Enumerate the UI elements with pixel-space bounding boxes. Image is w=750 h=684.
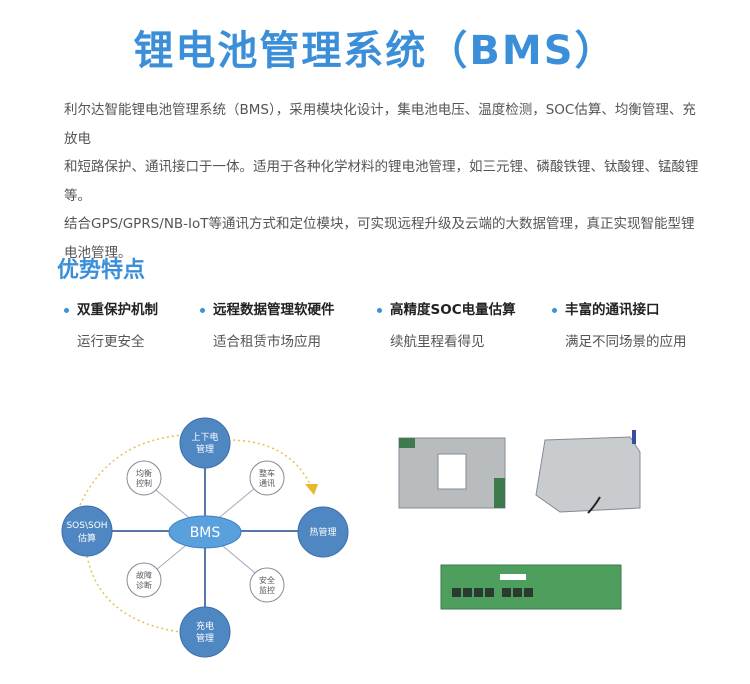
major-node: [297, 506, 349, 558]
bms-center-node: [168, 515, 242, 549]
dotted-arc: [79, 434, 186, 506]
page-title: 锂电池管理系统（BMS）: [133, 28, 617, 74]
node-label: 估算: [78, 532, 96, 544]
feature-item: 远程数据管理软硬件 适合租赁市场应用: [200, 298, 335, 350]
intro-line: 电池管理。: [64, 244, 132, 261]
feature-item: 高精度SOC电量估算 续航里程看得见: [377, 298, 516, 350]
intro-text: 利尔达智能锂电池管理系统（BMS），采用模块化设计，集电池电压、温度检测，SOC…: [64, 96, 704, 267]
bms-board-image: [535, 430, 641, 514]
feature-desc: 运行更安全: [77, 334, 145, 350]
node-label: 控制: [136, 478, 152, 488]
arrow-head-icon: [305, 484, 318, 495]
bullet-icon: [64, 307, 69, 313]
node-label: 充电: [196, 620, 214, 632]
node-label: SOS\SOH: [66, 521, 107, 531]
feature-desc: 适合租赁市场应用: [213, 334, 321, 350]
major-node: [179, 417, 231, 469]
feature-title: 高精度SOC电量估算: [390, 302, 516, 318]
node-label: 故障: [136, 570, 152, 580]
node-label: 诊断: [136, 580, 152, 590]
node-label: 管理: [196, 632, 214, 644]
bms-board-image: [398, 437, 506, 509]
node-label: 上下电: [191, 431, 218, 443]
bms-board-image: [440, 564, 622, 610]
node-label: 均衡: [136, 468, 152, 478]
bullet-icon: [552, 307, 557, 313]
major-node: [179, 606, 231, 658]
node-label: 热管理: [309, 526, 336, 538]
feature-item: 双重保护机制 运行更安全: [64, 298, 158, 350]
feature-desc: 满足不同场景的应用: [565, 334, 687, 350]
feature-title: 双重保护机制: [77, 302, 158, 318]
minor-node: [126, 562, 162, 598]
intro-line: 利尔达智能锂电池管理系统（BMS），采用模块化设计，集电池电压、温度检测，SOC…: [64, 102, 696, 147]
node-label: 整车: [259, 468, 275, 478]
minor-node: [249, 460, 285, 496]
intro-line: 结合GPS/GPRS/NB-IoT等通讯方式和定位模块，可实现远程升级及云端的大…: [64, 216, 695, 232]
feature-title: 远程数据管理软硬件: [213, 302, 335, 318]
intro-line: 和短路保护、通讯接口于一体。适用于各种化学材料的锂电池管理，如三元锂、磷酸铁锂、…: [64, 159, 699, 204]
feature-title: 丰富的通讯接口: [565, 302, 660, 318]
node-label: 管理: [196, 443, 214, 455]
minor-node: [249, 567, 285, 603]
node-label: 通讯: [259, 478, 275, 488]
node-label: 监控: [259, 585, 275, 595]
node-label: 安全: [259, 575, 275, 585]
bullet-icon: [200, 307, 205, 313]
bullet-icon: [377, 307, 382, 313]
bms-label: BMS: [190, 525, 221, 541]
dotted-arc: [86, 555, 181, 633]
feature-desc: 续航里程看得见: [390, 334, 485, 350]
minor-node: [126, 460, 162, 496]
major-node: [61, 505, 113, 557]
feature-item: 丰富的通讯接口 满足不同场景的应用: [552, 298, 687, 350]
section-title: 优势特点: [57, 258, 146, 283]
